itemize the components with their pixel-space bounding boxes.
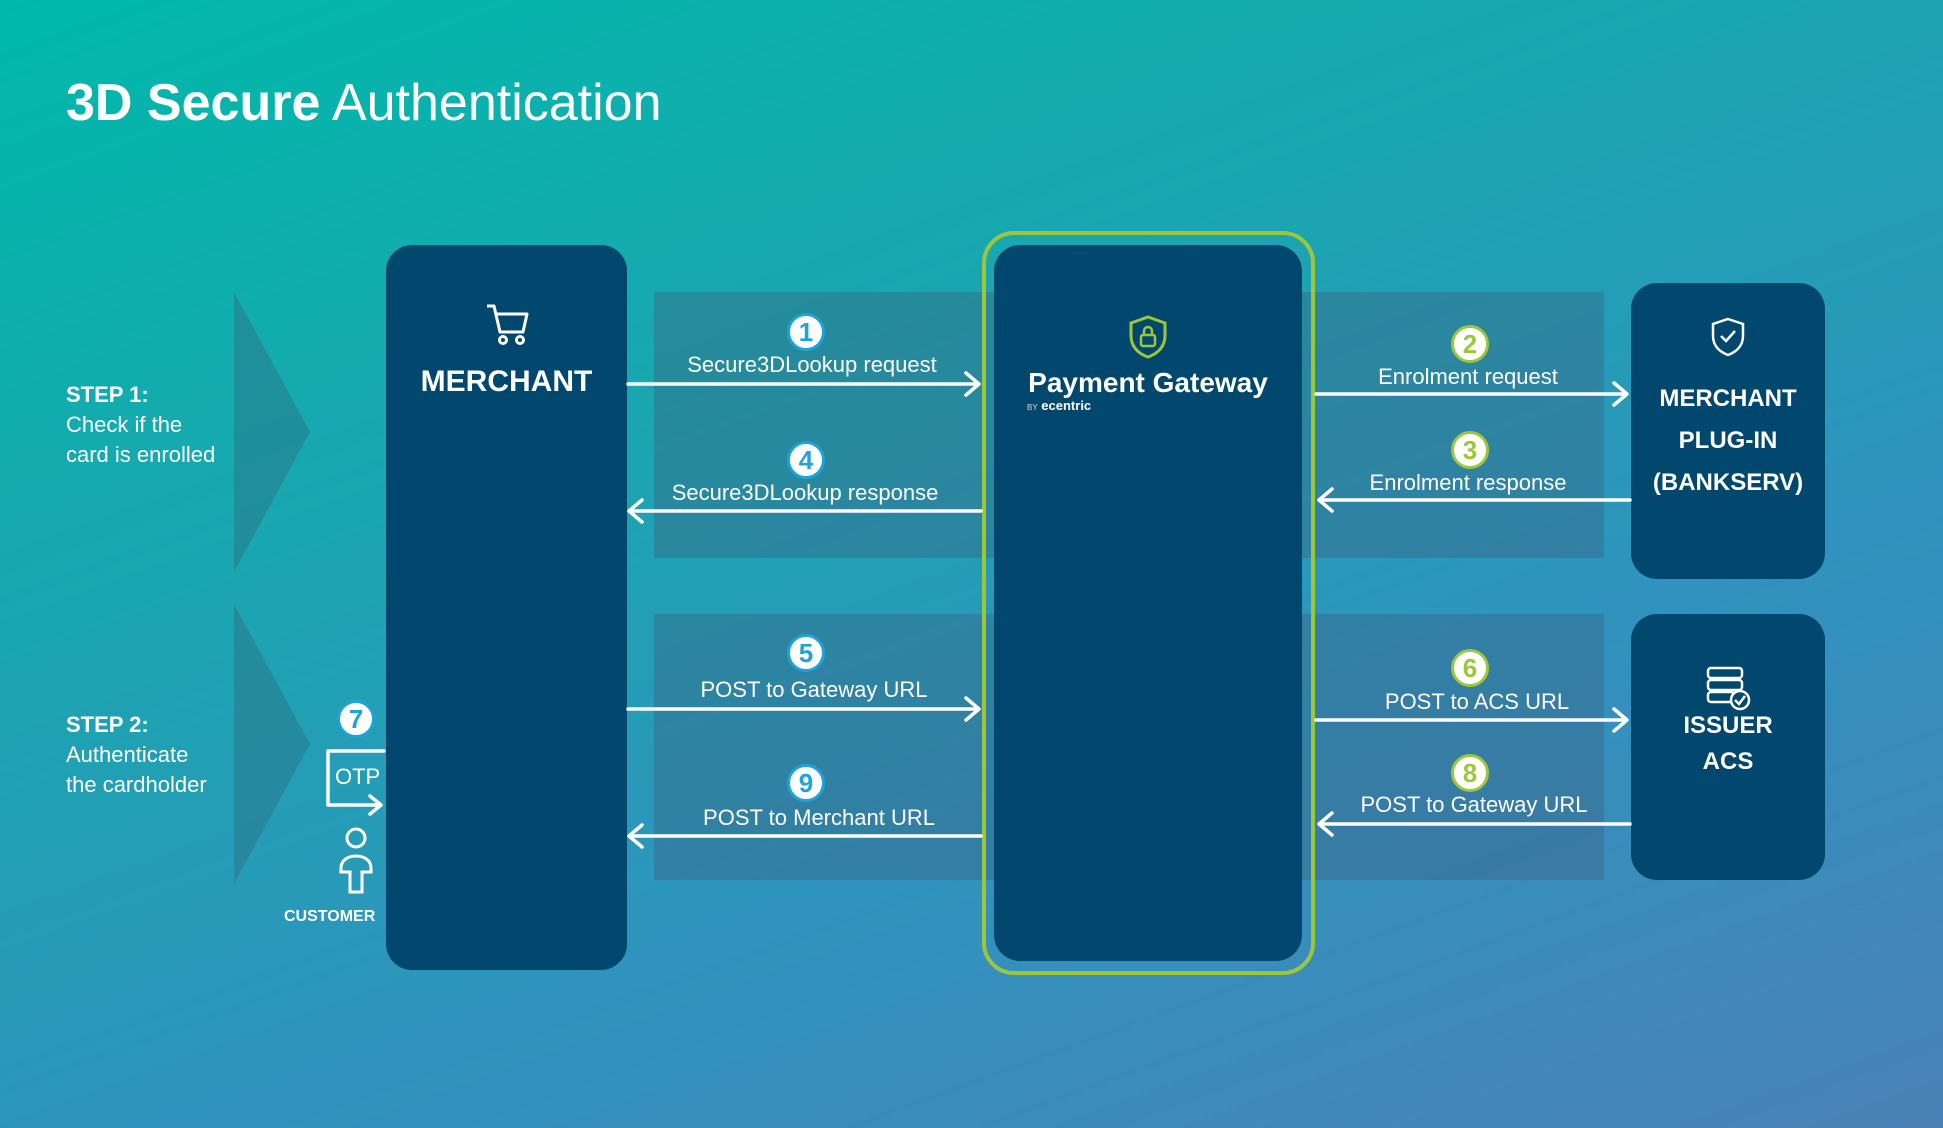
person-icon [339, 827, 373, 894]
step1-text: STEP 1: Check if the card is enrolled [66, 380, 215, 470]
badge-1: 1 [787, 313, 825, 351]
step2-text: STEP 2: Authenticate the cardholder [66, 710, 207, 800]
shield-lock-icon [1129, 315, 1167, 359]
gateway-sub-prefix: BY [1027, 403, 1038, 412]
badge-6: 6 [1451, 649, 1489, 687]
gateway-outline [982, 231, 1315, 975]
plugin-line2: PLUG-IN [1678, 427, 1778, 454]
gateway-column [994, 245, 1302, 961]
band-step2-right [1300, 614, 1604, 880]
title-bold: 3D Secure [66, 74, 321, 132]
plugin-column [1631, 283, 1825, 579]
step1-line2: card is enrolled [66, 442, 216, 467]
title-light: Authentication [331, 74, 662, 132]
badge-3: 3 [1451, 431, 1489, 469]
step2-label: STEP 2: [66, 712, 149, 737]
flow-label-9: POST to Merchant URL [703, 805, 935, 830]
customer-label: CUSTOMER [284, 908, 376, 925]
step1-line1: Check if the [66, 412, 183, 437]
gateway-sub: BY ecentric [1027, 398, 1091, 413]
plugin-line1: MERCHANT [1659, 385, 1797, 412]
issuer-column [1631, 614, 1825, 880]
shield-check-icon [1711, 317, 1745, 357]
flow-label-6: POST to ACS URL [1384, 689, 1570, 714]
gateway-sub-brand: ecentric [1041, 398, 1092, 413]
flow-label-1: Secure3DLookup request [687, 352, 937, 377]
flow-label-8: POST to Gateway URL [1360, 792, 1588, 817]
issuer-line1: ISSUER [1683, 712, 1773, 739]
flow-label-5: POST to Gateway URL [700, 677, 928, 702]
page-title: 3D Secure Authentication [66, 72, 662, 134]
gateway-label: Payment Gateway [1028, 367, 1268, 398]
step2-line1: Authenticate [66, 742, 189, 767]
plugin-line3: (BANKSERV) [1652, 469, 1804, 496]
otp-label: OTP [335, 764, 381, 789]
step1-chevron [234, 292, 310, 572]
flow-label-4: Secure3DLookup response [671, 480, 939, 505]
merchant-column [386, 245, 627, 970]
flow-label-3: Enrolment response [1369, 470, 1567, 495]
step2-chevron [234, 604, 310, 884]
plugin-label: MERCHANT PLUG-IN (BANKSERV) [1631, 378, 1825, 504]
flow-label-2: Enrolment request [1378, 364, 1558, 389]
badge-5: 5 [787, 634, 825, 672]
badge-8: 8 [1451, 754, 1489, 792]
badge-4: 4 [787, 441, 825, 479]
step1-label: STEP 1: [66, 382, 149, 407]
step2-line2: the cardholder [66, 772, 207, 797]
badge-2: 2 [1451, 325, 1489, 363]
merchant-label: MERCHANT [420, 365, 593, 398]
arrow-7 [326, 749, 386, 807]
badge-9: 9 [787, 764, 825, 802]
issuer-label: ISSUER ACS [1631, 708, 1825, 780]
server-check-icon [1706, 666, 1751, 711]
badge-7: 7 [337, 700, 375, 738]
cart-icon [487, 304, 529, 345]
issuer-line2: ACS [1702, 748, 1754, 775]
